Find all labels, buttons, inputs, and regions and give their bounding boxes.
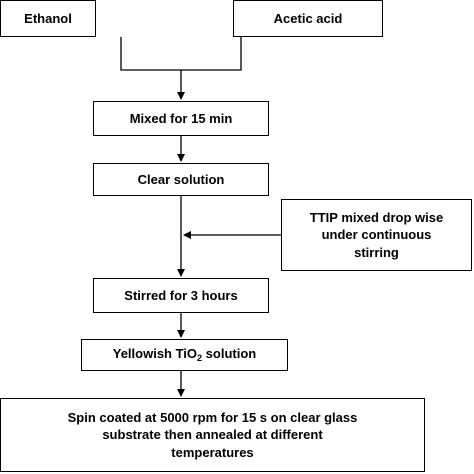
- clear-solution-label: Clear solution: [137, 171, 225, 187]
- ttip-label: TTIP mixed drop wise under continuous st…: [309, 210, 444, 260]
- ttip-box: TTIP mixed drop wise under continuous st…: [281, 199, 472, 271]
- acetic-acid-label: Acetic acid: [273, 10, 343, 26]
- spin-coated-label: Spin coated at 5000 rpm for 15 s on clea…: [67, 410, 358, 460]
- yellowish-subscript: 2: [197, 353, 203, 364]
- arrow-acetic-to-mixed: [181, 37, 242, 71]
- spin-coated-box: Spin coated at 5000 rpm for 15 s on clea…: [0, 398, 425, 472]
- ethanol-label: Ethanol: [24, 10, 72, 26]
- mixed-label: Mixed for 15 min: [129, 110, 233, 126]
- arrow-ethanol-to-mixed: [120, 37, 185, 100]
- yellowish-suffix: solution: [202, 346, 257, 362]
- stirred-label: Stirred for 3 hours: [124, 287, 238, 303]
- yellowish-label: Yellowish TiO2 solution: [113, 345, 256, 365]
- mixed-box: Mixed for 15 min: [93, 101, 269, 136]
- yellowish-prefix: Yellowish TiO: [112, 346, 198, 362]
- yellowish-tio2-box: Yellowish TiO2 solution: [81, 339, 288, 371]
- stirred-box: Stirred for 3 hours: [93, 278, 269, 313]
- acetic-acid-box: Acetic acid: [233, 0, 383, 37]
- ethanol-box: Ethanol: [0, 0, 96, 37]
- clear-solution-box: Clear solution: [93, 163, 269, 196]
